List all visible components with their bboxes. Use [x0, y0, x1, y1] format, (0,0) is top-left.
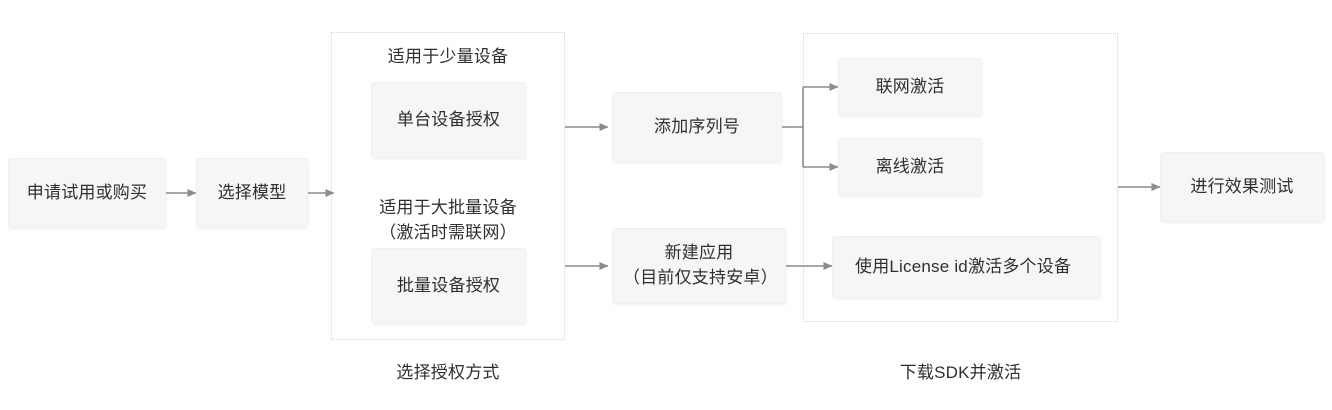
node-single-device-auth[interactable]: 单台设备授权 — [371, 82, 526, 158]
node-license-id-activation[interactable]: 使用License id激活多个设备 — [832, 236, 1100, 298]
node-effect-test[interactable]: 进行效果测试 — [1160, 152, 1324, 222]
annotation-many-devices: 适用于大批量设备 （激活时需联网） — [379, 198, 517, 242]
group-frame-download-sdk — [803, 33, 1118, 322]
group-caption-auth-method: 选择授权方式 — [396, 363, 500, 382]
node-offline-activation[interactable]: 离线激活 — [838, 138, 982, 196]
node-batch-device-auth[interactable]: 批量设备授权 — [371, 248, 526, 324]
node-online-activation[interactable]: 联网激活 — [838, 58, 982, 116]
group-caption-download-sdk: 下载SDK并激活 — [899, 363, 1022, 382]
node-new-application[interactable]: 新建应用 （目前仅支持安卓） — [612, 228, 786, 304]
node-add-serial-number[interactable]: 添加序列号 — [612, 92, 782, 162]
node-choose-model[interactable]: 选择模型 — [196, 158, 308, 228]
group-frame-auth-method — [331, 32, 565, 340]
node-apply-trial-or-purchase[interactable]: 申请试用或购买 — [8, 158, 166, 228]
annotation-few-devices: 适用于少量设备 — [387, 47, 509, 66]
